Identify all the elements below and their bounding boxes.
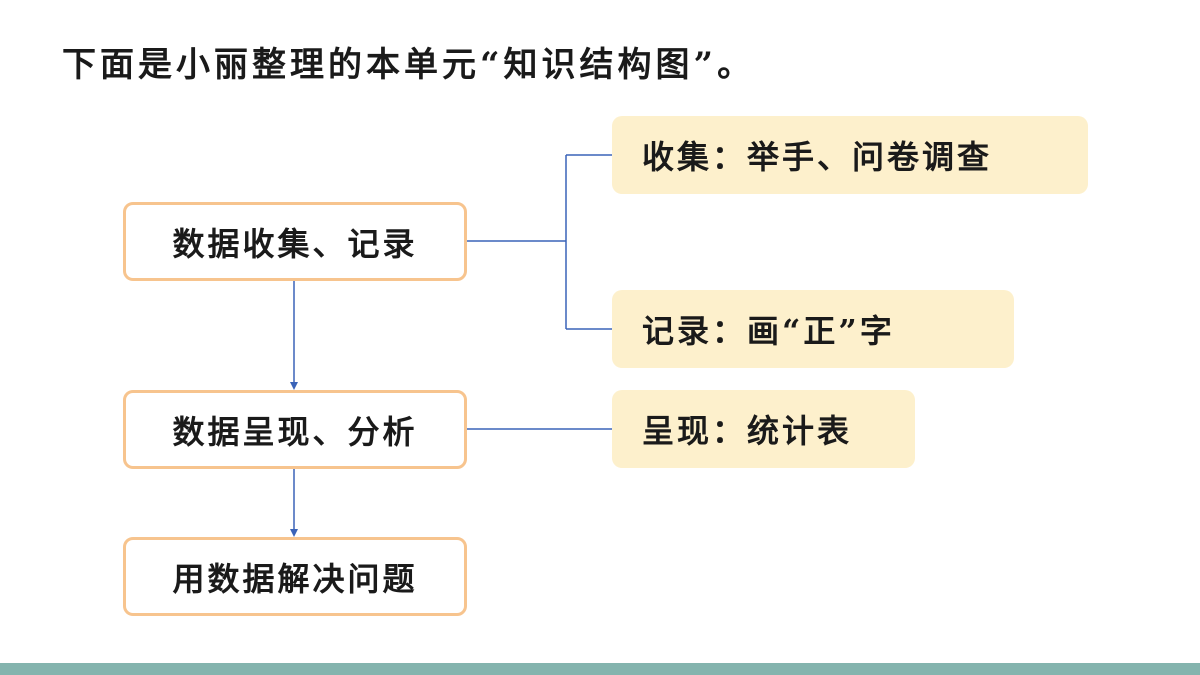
detail-node-present: 呈现：统计表 [612, 390, 915, 468]
bottom-accent-bar [0, 663, 1200, 675]
detail-node-collect: 收集：举手、问卷调查 [612, 116, 1088, 194]
detail-node-record: 记录：画“正”字 [612, 290, 1014, 368]
flow-node-solve-problems: 用数据解决问题 [123, 537, 467, 616]
flow-node-present-analyze: 数据呈现、分析 [123, 390, 467, 469]
flow-node-collect-record: 数据收集、记录 [123, 202, 467, 281]
flow-node-label: 用数据解决问题 [172, 559, 418, 598]
page-title: 下面是小丽整理的本单元“知识结构图”。 [62, 45, 756, 85]
flow-node-label: 数据收集、记录 [172, 224, 418, 263]
detail-node-label: 记录：画“正”字 [642, 312, 895, 350]
flow-node-label: 数据呈现、分析 [172, 412, 418, 451]
detail-node-label: 收集：举手、问卷调查 [642, 138, 993, 176]
detail-node-label: 呈现：统计表 [642, 412, 853, 450]
